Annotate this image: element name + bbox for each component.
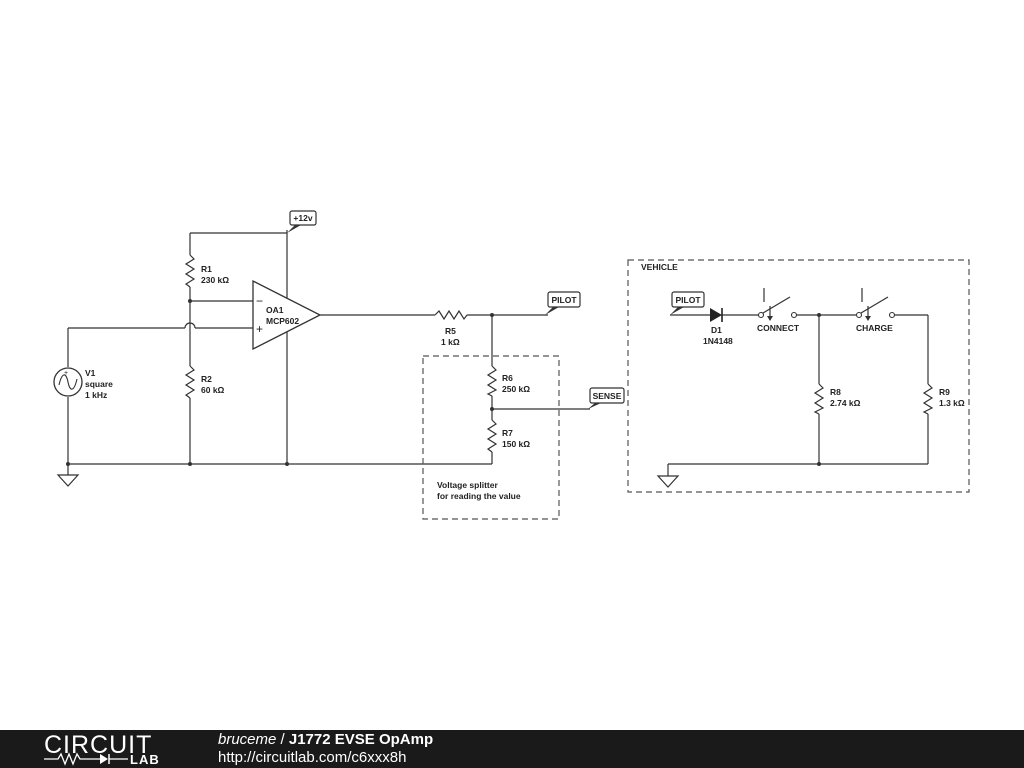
svg-text:230 kΩ: 230 kΩ	[201, 275, 229, 285]
svg-text:R7: R7	[502, 428, 513, 438]
ground-symbol-vehicle	[656, 475, 680, 488]
resistor-r1: R1 230 kΩ	[184, 254, 229, 288]
svg-text:250 kΩ: 250 kΩ	[502, 384, 530, 394]
svg-text:1 kHz: 1 kHz	[85, 390, 107, 400]
svg-text:60 kΩ: 60 kΩ	[201, 385, 225, 395]
logo-text-bottom: LAB	[130, 752, 160, 767]
svg-text:1.3 kΩ: 1.3 kΩ	[939, 398, 965, 408]
svg-text:MCP602: MCP602	[266, 316, 299, 326]
title-separator: /	[276, 731, 289, 748]
svg-text:Voltage splitter: Voltage splitter	[437, 480, 498, 490]
switch-charge: CHARGE	[855, 288, 896, 333]
svg-text:for reading the value: for reading the value	[437, 491, 521, 501]
svg-text:SENSE: SENSE	[593, 391, 622, 401]
project-title[interactable]: J1772 EVSE OpAmp	[288, 731, 434, 748]
svg-text:square: square	[85, 379, 113, 389]
tag-pilot-right: PILOT	[670, 291, 705, 315]
svg-text:+: +	[256, 322, 263, 336]
voltage-splitter-box: Voltage splitter for reading the value	[422, 355, 560, 520]
voltage-source-v1: + V1 square 1 kHz	[53, 367, 113, 400]
svg-text:R1: R1	[201, 264, 212, 274]
logo-text-top: CIRCUIT	[44, 731, 153, 759]
resistor-r2: R2 60 kΩ	[184, 365, 225, 399]
svg-text:2.74 kΩ: 2.74 kΩ	[830, 398, 861, 408]
svg-text:−: −	[256, 294, 263, 308]
svg-text:CHARGE: CHARGE	[856, 323, 893, 333]
svg-text:R9: R9	[939, 387, 950, 397]
resistor-r9: R9 1.3 kΩ	[922, 383, 965, 415]
svg-text:R2: R2	[201, 374, 212, 384]
svg-text:+: +	[64, 370, 68, 377]
svg-text:PILOT: PILOT	[551, 295, 577, 305]
svg-text:1N4148: 1N4148	[703, 336, 733, 346]
resistor-r5: R5 1 kΩ	[434, 309, 468, 347]
svg-text:R8: R8	[830, 387, 841, 397]
svg-text:D1: D1	[711, 325, 722, 335]
junction-dots	[66, 299, 821, 466]
schematic-canvas: +12v R1 230 kΩ R2 60 kΩ − + OA1 MCP602 +…	[53, 210, 970, 520]
opamp-oa1: − + OA1 MCP602	[252, 279, 322, 351]
resistor-r6: R6 250 kΩ	[486, 365, 530, 397]
resistor-diode-logo-icon	[44, 752, 128, 766]
circuitlab-logo[interactable]: CIRCUIT LAB	[44, 730, 174, 768]
svg-text:150 kΩ: 150 kΩ	[502, 439, 530, 449]
svg-text:R5: R5	[445, 326, 456, 336]
ground-symbol-left	[56, 474, 80, 487]
switch-connect: CONNECT	[757, 288, 800, 333]
svg-text:V1: V1	[85, 368, 96, 378]
svg-text:R6: R6	[502, 373, 513, 383]
resistor-r7: R7 150 kΩ	[486, 419, 530, 453]
footer-title: bruceme / J1772 EVSE OpAmp	[218, 731, 433, 748]
svg-text:1 kΩ: 1 kΩ	[441, 337, 460, 347]
wires-vehicle	[667, 314, 929, 476]
svg-text:PILOT: PILOT	[675, 295, 701, 305]
tag-pilot-left: PILOT	[545, 291, 581, 315]
tag-12v: +12v	[287, 210, 317, 233]
svg-text:VEHICLE: VEHICLE	[641, 262, 678, 272]
footer-bar: CIRCUIT LAB bruceme / J1772 EVSE OpAmp h…	[0, 730, 1024, 768]
wires-left	[67, 230, 590, 475]
vehicle-box: VEHICLE	[627, 259, 970, 493]
svg-text:OA1: OA1	[266, 305, 284, 315]
author-name[interactable]: bruceme	[218, 731, 277, 748]
tag-sense: SENSE	[588, 387, 625, 409]
project-url[interactable]: http://circuitlab.com/c6xxx8h	[218, 749, 407, 766]
diode-d1: D1 1N4148	[703, 308, 733, 346]
svg-text:CONNECT: CONNECT	[757, 323, 800, 333]
resistor-r8: R8 2.74 kΩ	[813, 383, 861, 415]
svg-text:+12v: +12v	[293, 213, 312, 223]
